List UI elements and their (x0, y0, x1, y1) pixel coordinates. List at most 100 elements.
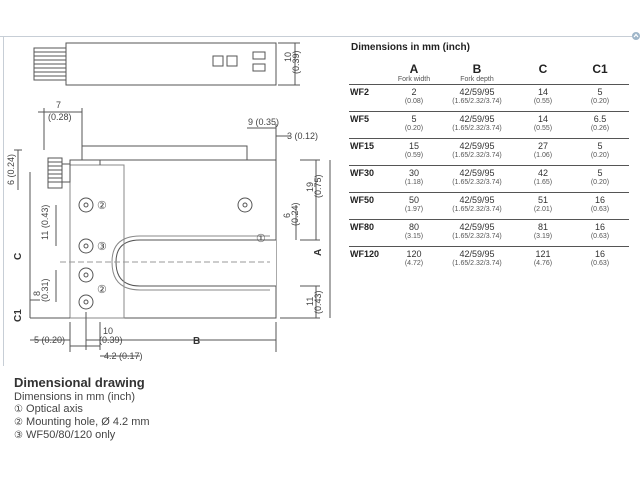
cell-a: 80(3.15) (389, 219, 439, 247)
dim-5-label: 5 (0.20) (34, 335, 65, 345)
dim-9-label: 9 (0.35) (248, 117, 279, 127)
cell-c: 42(1.65) (515, 165, 571, 193)
cell-b: 42/59/95(1.65/2.32/3.74) (439, 84, 515, 112)
row-model: WF2 (349, 84, 389, 112)
fork-slot (115, 239, 276, 287)
caption-item: ① Optical axis (14, 403, 83, 415)
dim-11-right-label: 11 (305, 297, 315, 306)
top-view-led-1 (212, 55, 224, 67)
cell-b: 42/59/95(1.65/2.32/3.74) (439, 192, 515, 220)
cell-a: 120(4.72) (389, 246, 439, 273)
table-row: WF15 15(0.59) 42/59/95(1.65/2.32/3.74) 2… (349, 138, 629, 166)
cell-c: 81(3.19) (515, 219, 571, 247)
dim-19-inch-label: (0.75) (313, 174, 323, 198)
dim-8-label: 8 (32, 291, 42, 296)
table-row: WF80 80(3.15) 42/59/95(1.65/2.32/3.74) 8… (349, 219, 629, 247)
label-b: B (193, 336, 200, 347)
cell-c1: 5(0.20) (571, 138, 629, 166)
fork-head (69, 164, 125, 319)
cell-a: 50(1.97) (389, 192, 439, 220)
cell-c1: 16(0.63) (571, 192, 629, 220)
mounting-hole-middle (78, 238, 94, 254)
row-model: WF15 (349, 138, 389, 166)
frame-left-border (3, 36, 4, 366)
row-model: WF30 (349, 165, 389, 193)
cell-b: 42/59/95(1.65/2.32/3.74) (439, 246, 515, 273)
table-row: WF50 50(1.97) 42/59/95(1.65/2.32/3.74) 5… (349, 192, 629, 220)
cell-c1: 5(0.20) (571, 165, 629, 193)
marker-mounting-hole-top: ② (97, 200, 107, 212)
caption-units: Dimensions in mm (inch) (14, 391, 136, 403)
row-model: WF120 (349, 246, 389, 273)
top-view-led-2 (226, 55, 238, 67)
cell-c: 27(1.06) (515, 138, 571, 166)
marker-optical-axis: ① (256, 233, 266, 245)
scroll-up-icon[interactable] (630, 30, 640, 42)
header-c: C (538, 62, 548, 76)
cell-a: 15(0.59) (389, 138, 439, 166)
dim-6-right-inch-label: (0.24) (290, 202, 300, 226)
cell-a: 30(1.18) (389, 165, 439, 193)
table-row: WF2 2(0.08) 42/59/95(1.65/2.32/3.74) 14(… (349, 84, 629, 112)
table-row: WF120 120(4.72) 42/59/95(1.65/2.32/3.74)… (349, 246, 629, 273)
row-model: WF80 (349, 219, 389, 247)
top-view-body (65, 42, 277, 86)
row-model: WF5 (349, 111, 389, 139)
cell-c: 14(0.55) (515, 84, 571, 112)
table-row: WF5 5(0.20) 42/59/95(1.65/2.32/3.74) 14(… (349, 111, 629, 139)
header-model (349, 59, 389, 85)
cell-b: 42/59/95(1.65/2.32/3.74) (439, 165, 515, 193)
cell-b: 42/59/95(1.65/2.32/3.74) (439, 111, 515, 139)
mounting-hole-lower (78, 267, 94, 283)
dim-10-bottom-label: 10 (103, 326, 113, 336)
row-model: WF50 (349, 192, 389, 220)
frame-top-border (0, 36, 640, 37)
mounting-hole-top-left (78, 197, 94, 213)
dim-7-inch-label: (0.28) (48, 112, 72, 122)
fork-top-rail (81, 145, 248, 161)
dim-6-right-label: 6 (282, 213, 292, 218)
top-view-connector (33, 47, 67, 81)
dim-19-label: 19 (305, 182, 315, 192)
marker-wf-only: ③ (97, 241, 107, 253)
dim-7-label: 7 (56, 100, 61, 110)
caption-item: ③ WF50/80/120 only (14, 429, 116, 441)
table-title: Dimensions in mm (inch) (351, 42, 470, 53)
label-c: C (13, 253, 24, 260)
dim-4-2-label: 4.2 (0.17) (104, 351, 143, 361)
caption-item: ② Mounting hole, Ø 4.2 mm (14, 416, 150, 428)
cell-b: 42/59/95(1.65/2.32/3.74) (439, 138, 515, 166)
drawing-caption: Dimensional drawing Dimensions in mm (in… (14, 375, 150, 442)
cell-c1: 16(0.63) (571, 219, 629, 247)
cell-a: 2(0.08) (389, 84, 439, 112)
cell-c: 14(0.55) (515, 111, 571, 139)
cell-a: 5(0.20) (389, 111, 439, 139)
front-view-connector (47, 157, 71, 189)
dim-8-inch-label: (0.31) (40, 278, 50, 302)
header-c1: C1 (592, 62, 608, 76)
cell-c1: 6.5(0.26) (571, 111, 629, 139)
cell-c: 51(2.01) (515, 192, 571, 220)
top-view-button (252, 51, 266, 60)
top-view-button-2 (252, 63, 266, 72)
dim-10-label: 10 (283, 52, 293, 62)
dimensional-drawing: 10 (0.39) 7 (0.28) 9 (0.35) 3 (0.12) 6 (… (6, 42, 331, 361)
mounting-hole-top-right (237, 197, 253, 213)
cell-c1: 16(0.63) (571, 246, 629, 273)
dim-10-bottom-inch-label: (0.39) (99, 335, 123, 345)
dim-3-label: 3 (0.12) (287, 131, 318, 141)
dim-10-inch-label: (0.39) (291, 50, 301, 74)
fork-slot-inner (111, 235, 270, 291)
dim-11-right-inch-label: (0.43) (313, 290, 323, 314)
dim-11-left-label: 11 (0.43) (40, 205, 50, 240)
label-c1: C1 (13, 309, 24, 322)
dim-6-left-label: 6 (0.24) (6, 154, 16, 185)
cell-b: 42/59/95(1.65/2.32/3.74) (439, 219, 515, 247)
caption-title: Dimensional drawing (14, 375, 145, 390)
table-row: WF30 30(1.18) 42/59/95(1.65/2.32/3.74) 4… (349, 165, 629, 193)
mounting-hole-bottom (78, 294, 94, 310)
cell-c: 121(4.76) (515, 246, 571, 273)
